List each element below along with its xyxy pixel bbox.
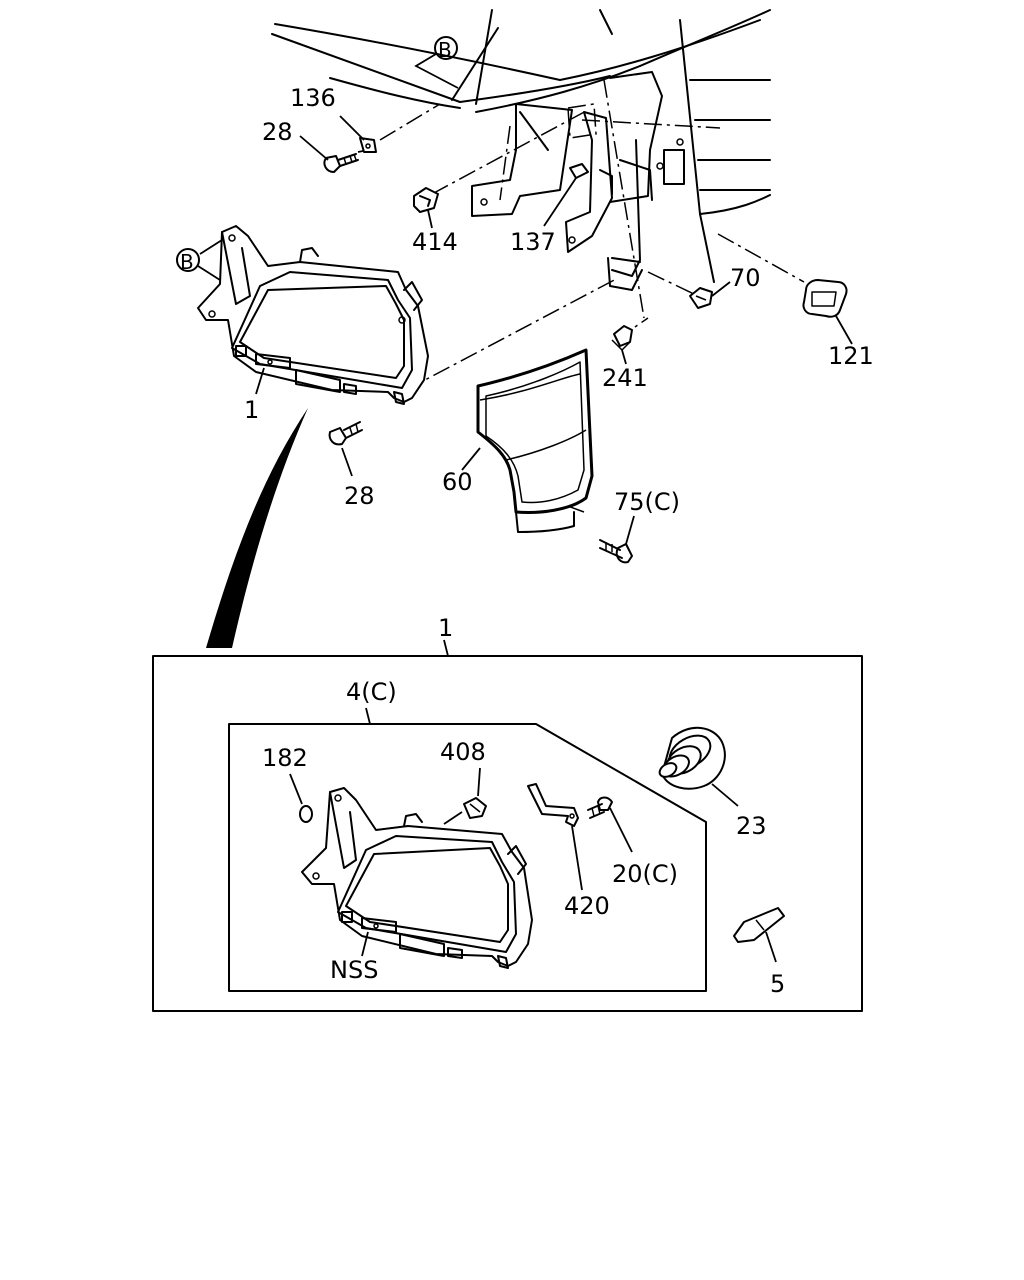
part-420-bracket: 420: [527, 783, 610, 920]
label-nss: NSS: [330, 956, 378, 984]
part-136-washer: 136: [290, 84, 377, 153]
part-137-clip: 137: [510, 163, 589, 256]
callout-b-left: B: [176, 239, 223, 281]
pointer-arrow: [206, 408, 308, 648]
label-60: 60: [442, 468, 473, 496]
label-75c: 75(C): [614, 488, 680, 516]
callout-b-top: B: [414, 36, 459, 89]
part-23-socket: 23: [658, 726, 767, 840]
cab-body-structure: [271, 9, 771, 291]
label-1-inset: 1: [438, 614, 453, 642]
label-136: 136: [290, 84, 336, 112]
upper-leaders: [357, 79, 805, 513]
part-28-bolt-top: 28: [262, 118, 359, 173]
label-5: 5: [770, 970, 785, 998]
label-137: 137: [510, 228, 556, 256]
label-414: 414: [412, 228, 458, 256]
part-5-bulb: 5: [733, 907, 785, 998]
part-20-screw: 20(C): [587, 796, 678, 888]
label-4c: 4(C): [346, 678, 397, 706]
part-70-clip: 70: [689, 264, 761, 309]
part-121-gasket: 121: [802, 279, 874, 370]
lamp-assembly-1-upper: 1: [197, 225, 429, 424]
part-28-bolt-bottom: 28: [328, 421, 375, 510]
label-23: 23: [736, 812, 767, 840]
part-408-screw: 408: [440, 738, 487, 825]
callout-b-top-label: B: [438, 38, 452, 62]
part-75-bolt: 75(C): [599, 488, 680, 564]
label-1-assembly: 1: [244, 396, 259, 424]
assembly-inset-box: 1 4(C): [152, 614, 863, 1012]
callout-b-left-label: B: [180, 250, 194, 274]
part-414-clip: 414: [412, 187, 458, 256]
label-420: 420: [564, 892, 610, 920]
part-241-nut: 241: [602, 325, 648, 392]
lamp-body-nss: NSS: [301, 787, 533, 984]
label-182: 182: [262, 744, 308, 772]
label-28-bottom: 28: [344, 482, 375, 510]
label-241: 241: [602, 364, 648, 392]
label-28-top: 28: [262, 118, 293, 146]
label-121: 121: [828, 342, 874, 370]
label-20c: 20(C): [612, 860, 678, 888]
part-182-grommet: 182: [262, 744, 313, 823]
label-70: 70: [730, 264, 761, 292]
label-408: 408: [440, 738, 486, 766]
part-60-garnish: 60: [442, 348, 594, 533]
